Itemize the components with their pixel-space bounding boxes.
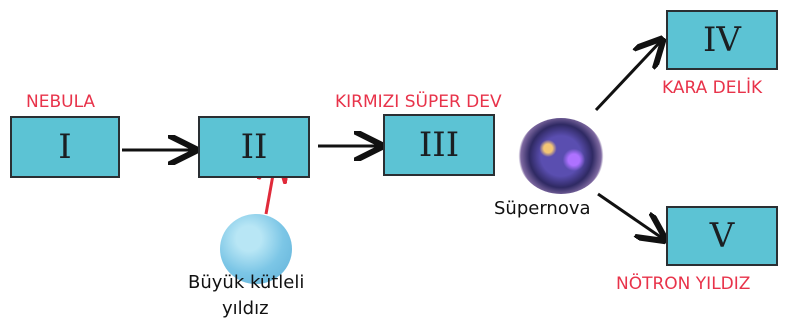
neutron-star-label: NÖTRON YILDIZ bbox=[616, 274, 751, 294]
arrow-supernova-to-v bbox=[597, 192, 662, 238]
stage-box-iv: IV bbox=[666, 10, 778, 70]
stage-box-ii-label: II bbox=[240, 127, 268, 167]
red-supergiant-label: KIRMIZI SÜPER DEV bbox=[335, 92, 502, 112]
massive-star-label-line1: Büyük kütleli bbox=[188, 272, 305, 293]
massive-star-image bbox=[220, 214, 292, 284]
stage-box-iv-label: IV bbox=[703, 20, 741, 60]
supernova-image bbox=[518, 118, 604, 194]
stage-box-i-label: I bbox=[58, 127, 72, 167]
stage-box-i: I bbox=[10, 116, 120, 178]
stage-box-iii: III bbox=[383, 114, 495, 176]
stage-box-ii: II bbox=[198, 116, 310, 178]
stage-box-iii-label: III bbox=[418, 125, 460, 165]
arrow-supernova-to-iv bbox=[594, 42, 660, 112]
stage-box-v-label: V bbox=[709, 216, 735, 256]
nebula-label: NEBULA bbox=[26, 92, 96, 112]
supernova-label: Süpernova bbox=[494, 198, 591, 219]
stage-box-v: V bbox=[666, 206, 778, 266]
massive-star-label-line2: yıldız bbox=[222, 298, 269, 319]
black-hole-label: KARA DELİK bbox=[662, 78, 763, 98]
